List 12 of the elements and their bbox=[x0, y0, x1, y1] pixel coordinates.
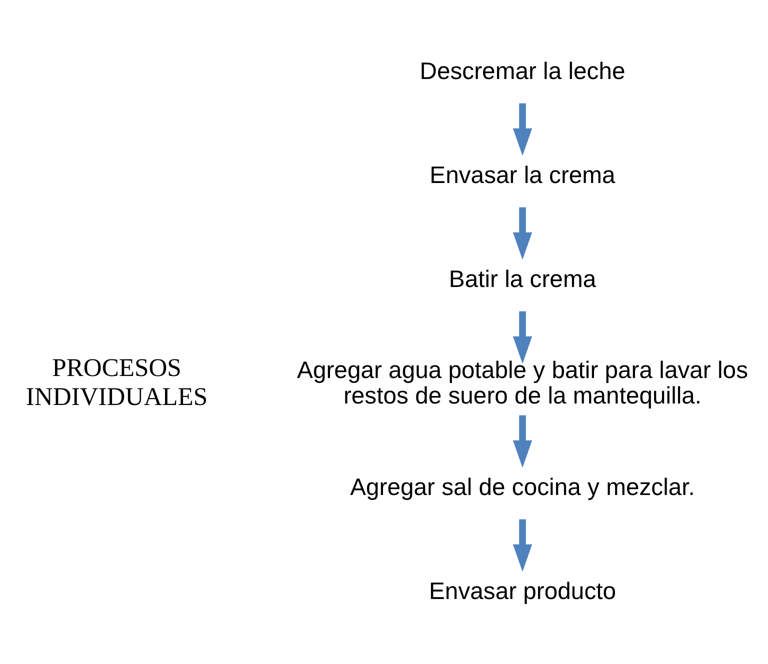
node-text: Batir la crema bbox=[448, 265, 596, 292]
arrow bbox=[512, 518, 532, 572]
node-text: Descremar la leche bbox=[420, 57, 626, 84]
arrow bbox=[512, 414, 532, 468]
arrow bbox=[512, 206, 532, 260]
arrow bbox=[512, 310, 532, 364]
label: PROCESOS INDIVIDUALES bbox=[26, 352, 208, 410]
node-text: Envasar producto bbox=[429, 577, 616, 604]
node-text: Envasar la crema bbox=[430, 161, 616, 188]
node-text: Agregar agua potable y batir para lavar los restos de suero de la mantequilla. bbox=[297, 356, 748, 410]
node-text: Agregar sal de cocina y mezclar. bbox=[350, 473, 695, 500]
arrow bbox=[512, 102, 532, 156]
